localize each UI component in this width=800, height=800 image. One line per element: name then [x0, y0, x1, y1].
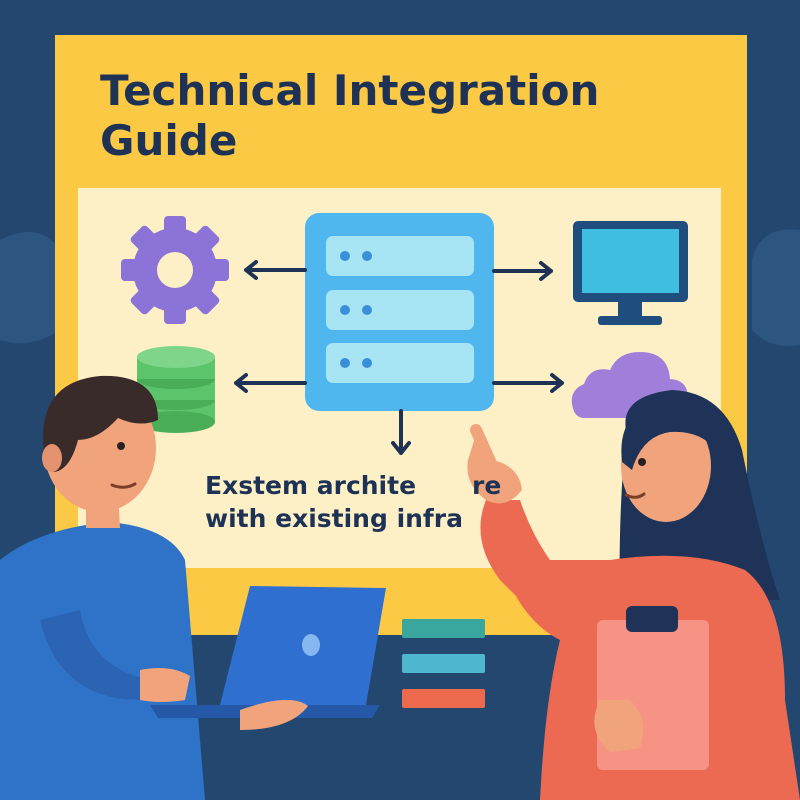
page-title: Technical Integration Guide: [100, 66, 700, 165]
diagram-caption: Exstem archite re with existing infra: [205, 470, 565, 535]
background-blob-left: [0, 232, 60, 344]
color-bars: [402, 619, 485, 708]
monitor-icon: [573, 221, 688, 325]
background-blob-right: [752, 229, 800, 346]
man-figure: [0, 375, 205, 800]
clipboard-icon: [594, 606, 709, 770]
caption-line-1: Exstem archite: [205, 471, 417, 500]
title-line-2: Guide: [100, 115, 238, 165]
connection-arrows: [234, 260, 564, 455]
title-line-1: Technical Integration: [100, 66, 600, 115]
caption-line-2: with existing infra: [205, 503, 464, 533]
caption-line-1-tail: re: [472, 471, 502, 500]
laptop-icon: [150, 586, 386, 730]
server-stack-icon: [305, 213, 494, 411]
gear-icon: [121, 216, 229, 324]
